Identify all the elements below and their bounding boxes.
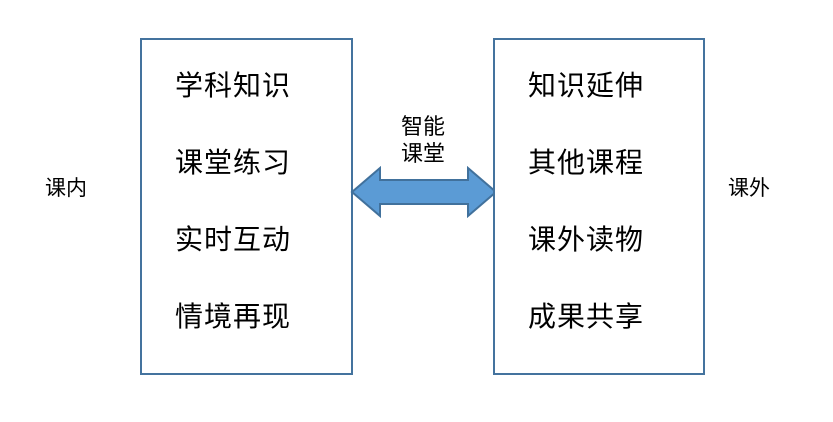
double-arrow-icon [350, 166, 498, 218]
out-of-class-item-4: 成果共享 [528, 301, 645, 332]
in-class-item-2: 课堂练习 [175, 147, 292, 178]
out-of-class-item-2: 其他课程 [528, 147, 645, 178]
in-class-item-4: 情境再现 [175, 301, 292, 332]
in-class-side-label: 课内 [45, 177, 87, 200]
out-of-class-side-label: 课外 [728, 177, 770, 200]
in-class-item-3: 实时互动 [175, 224, 292, 255]
out-of-class-item-3: 课外读物 [528, 224, 645, 255]
out-of-class-box: 知识延伸 其他课程 课外读物 成果共享 [493, 38, 705, 375]
out-of-class-item-1: 知识延伸 [528, 70, 645, 101]
in-class-item-1: 学科知识 [175, 70, 292, 101]
connector-label-line1: 智能 [400, 114, 445, 139]
connector-label-line2: 课堂 [400, 141, 445, 166]
in-class-box: 学科知识 课堂练习 实时互动 情境再现 [140, 38, 353, 375]
connector-label: 智能 课堂 [363, 113, 483, 167]
